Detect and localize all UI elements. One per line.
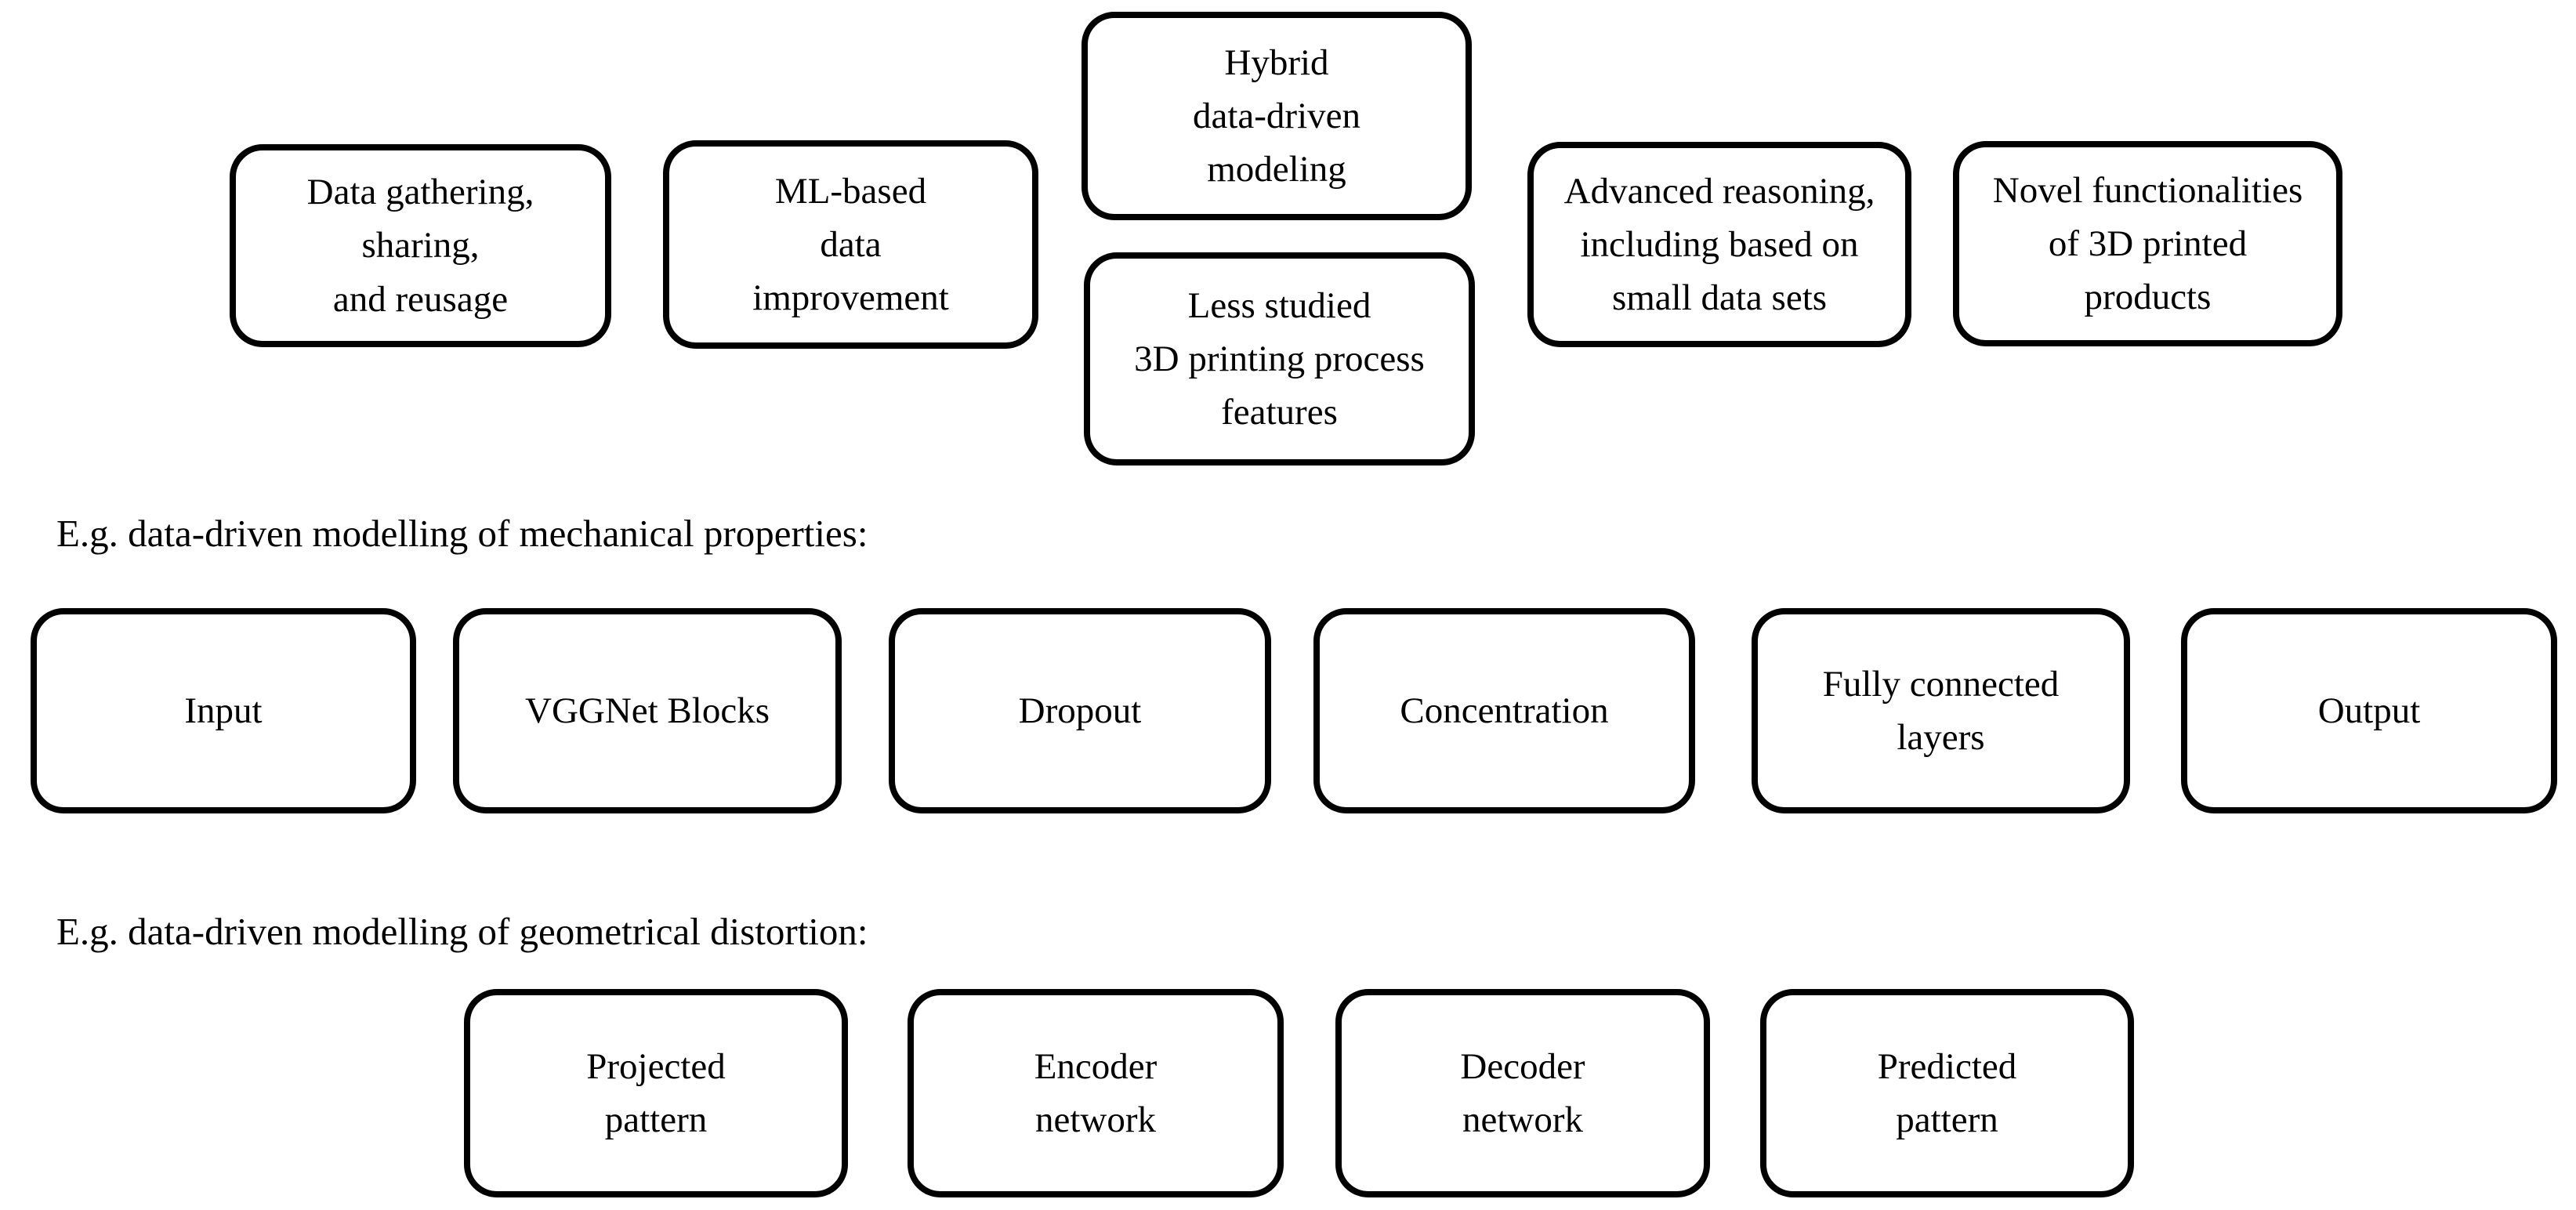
box-novel-functionalities: Novel functionalities of 3D printed prod… — [1953, 141, 2342, 346]
box-concentration: Concentration — [1313, 608, 1695, 813]
box-predicted-pattern-label: Predicted pattern — [1877, 1045, 2017, 1140]
box-dropout-label: Dropout — [1018, 690, 1142, 731]
box-output-label: Output — [2317, 690, 2421, 731]
box-advanced-reasoning: Advanced reasoning, including based on s… — [1527, 142, 1911, 347]
box-less-studied-features-label: Less studied 3D printing process feature… — [1134, 284, 1425, 433]
box-hybrid-data-driven-modeling: Hybrid data-driven modeling — [1081, 12, 1472, 220]
box-decoder-network: Decoder network — [1335, 989, 1710, 1197]
box-input: Input — [31, 608, 416, 813]
caption-mechanical-properties: E.g. data-driven modelling of mechanical… — [56, 512, 868, 555]
box-input-label: Input — [184, 690, 263, 731]
box-ml-based-data-improvement-label: ML-based data improvement — [752, 170, 949, 319]
caption-geometrical-distortion: E.g. data-driven modelling of geometrica… — [56, 910, 868, 953]
box-concentration-label: Concentration — [1400, 690, 1609, 731]
box-vggnet-blocks: VGGNet Blocks — [453, 608, 842, 813]
box-advanced-reasoning-label: Advanced reasoning, including based on s… — [1563, 170, 1875, 319]
box-encoder-network: Encoder network — [908, 989, 1284, 1197]
box-predicted-pattern: Predicted pattern — [1760, 989, 2134, 1197]
box-fully-connected-layers-label: Fully connected layers — [1822, 663, 2060, 758]
box-novel-functionalities-label: Novel functionalities of 3D printed prod… — [1992, 169, 2303, 318]
box-fully-connected-layers: Fully connected layers — [1752, 608, 2130, 813]
box-ml-based-data-improvement: ML-based data improvement — [663, 140, 1038, 349]
box-vggnet-blocks-label: VGGNet Blocks — [525, 690, 770, 731]
box-decoder-network-label: Decoder network — [1460, 1045, 1585, 1140]
box-data-gathering-label: Data gathering, sharing, and reusage — [306, 172, 534, 320]
box-projected-pattern: Projected pattern — [464, 989, 848, 1197]
box-encoder-network-label: Encoder network — [1034, 1045, 1158, 1140]
box-less-studied-features: Less studied 3D printing process feature… — [1084, 252, 1475, 466]
box-projected-pattern-label: Projected pattern — [586, 1045, 726, 1140]
box-data-gathering: Data gathering, sharing, and reusage — [230, 144, 611, 347]
box-output: Output — [2181, 608, 2557, 813]
box-hybrid-data-driven-modeling-label: Hybrid data-driven modeling — [1192, 42, 1360, 190]
box-dropout: Dropout — [889, 608, 1271, 813]
